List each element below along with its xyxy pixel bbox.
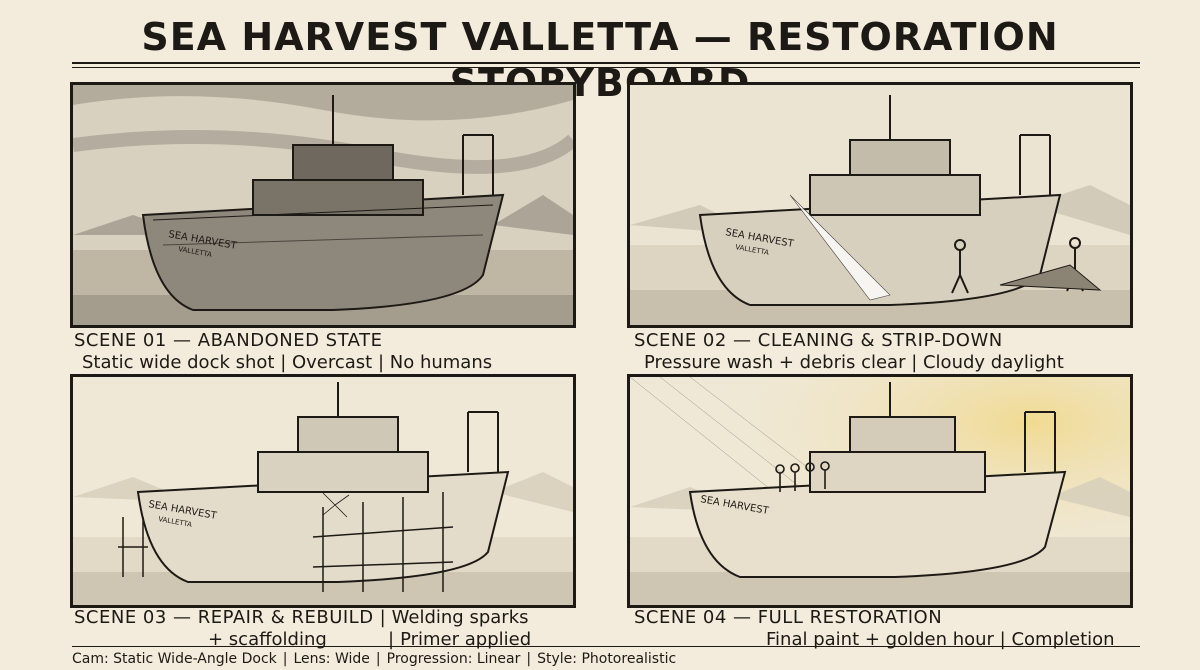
- title-rule-thin: [72, 67, 1140, 68]
- scene-01-detail: Static wide dock shot | Overcast | No hu…: [82, 352, 493, 373]
- scene-02-sketch: SEA HARVEST VALLETTA: [630, 85, 1130, 325]
- scene-01-sketch: SEA HARVEST VALLETTA: [73, 85, 573, 325]
- scene-03-sketch: SEA HARVEST VALLETTA: [73, 377, 573, 605]
- footer-specs: Cam: Static Wide-Angle Dock|Lens: Wide|P…: [72, 651, 677, 667]
- scene-03-heading: Scene 03 — Repair & Rebuild: [74, 607, 374, 628]
- scene-04-sketch: SEA HARVEST: [630, 377, 1130, 605]
- scene-04-heading: Scene 04 — Full Restoration: [634, 607, 943, 628]
- footer-rule: [72, 646, 1140, 647]
- scene-01-heading: Scene 01 — Abandoned State: [74, 330, 383, 351]
- scene-03-panel[interactable]: SEA HARVEST VALLETTA: [70, 374, 576, 608]
- scene-02-panel[interactable]: SEA HARVEST VALLETTA: [627, 82, 1133, 328]
- scene-01-caption: Scene 01 — Abandoned State Static wide d…: [74, 330, 492, 374]
- scene-02-caption: Scene 02 — Cleaning & Strip-Down Pressur…: [634, 330, 1064, 374]
- scene-03-detail-b: Primer applied: [400, 629, 532, 650]
- title-rule: [72, 62, 1140, 64]
- scene-01-panel[interactable]: SEA HARVEST VALLETTA: [70, 82, 576, 328]
- footer-style: Style: Photorealistic: [537, 651, 677, 667]
- scene-04-caption: Scene 04 — Full Restoration Final paint …: [634, 607, 1115, 651]
- scene-03-caption: Scene 03 — Repair & Rebuild|Welding spar…: [74, 607, 532, 650]
- scene-02-detail: Pressure wash + debris clear | Cloudy da…: [644, 352, 1064, 373]
- footer-progression: Progression: Linear: [386, 651, 521, 667]
- scene-04-panel[interactable]: SEA HARVEST: [627, 374, 1133, 608]
- footer-cam: Cam: Static Wide-Angle Dock: [72, 651, 277, 667]
- scene-02-heading: Scene 02 — Cleaning & Strip-Down: [634, 330, 1003, 351]
- scene-04-detail: Final paint + golden hour | Completion: [766, 629, 1115, 650]
- footer-lens: Lens: Wide: [293, 651, 370, 667]
- scene-03-detail-a: Welding sparks: [391, 607, 529, 628]
- scene-03-heading-cont: + scaffolding: [208, 629, 327, 650]
